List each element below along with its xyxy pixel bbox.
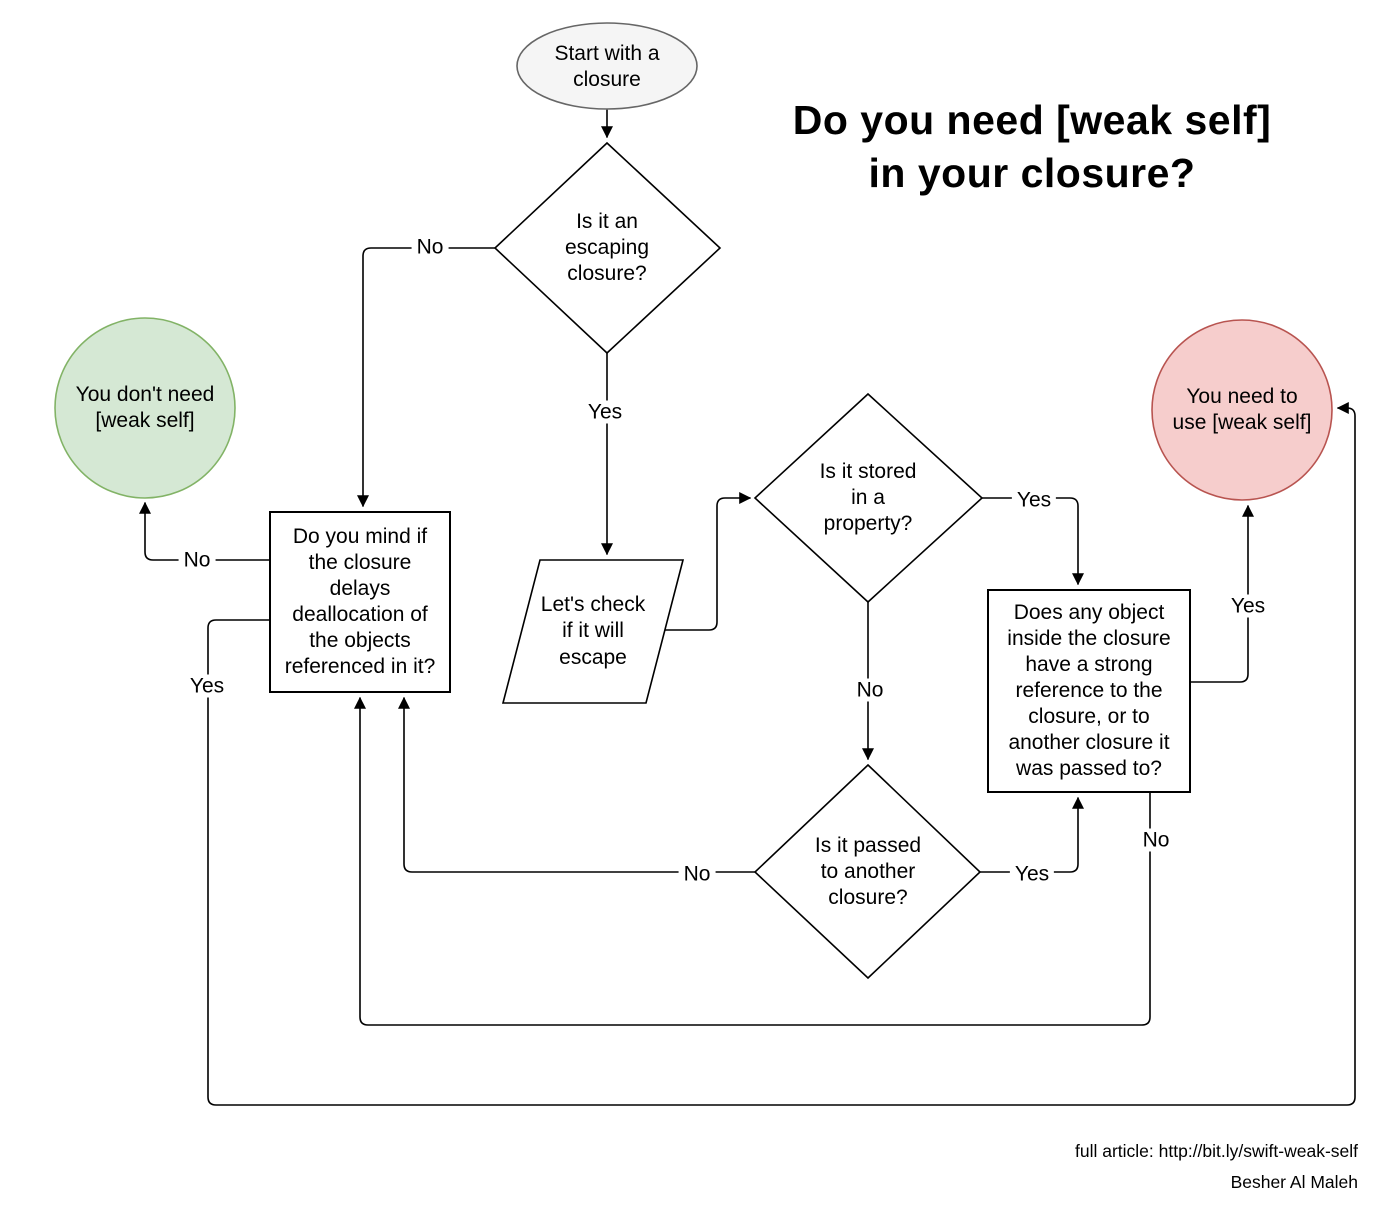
edge-stored-yes-to-strong-ref — [981, 497, 1084, 586]
escaping-diamond-shape — [493, 141, 722, 355]
edge-label-mind-no: No — [178, 548, 216, 572]
dont-need-circle-shape — [54, 317, 236, 499]
edge-label-escaping-yes: Yes — [582, 400, 628, 424]
edge-passed-no-to-mind-delay — [398, 696, 756, 873]
edge-label-mind-yes: Yes — [184, 674, 230, 698]
edge-label-stored-yes: Yes — [1011, 488, 1057, 512]
need-circle-shape — [1151, 319, 1333, 501]
edge-label-stored-no: No — [851, 678, 889, 702]
edge-label-strong-ref-yes: Yes — [1225, 594, 1271, 618]
passed-diamond-shape — [753, 763, 982, 980]
edge-passed-yes-to-strong-ref — [979, 796, 1084, 873]
edge-check-escape-to-stored — [663, 492, 752, 631]
start-ellipse-shape — [516, 22, 698, 110]
edge-escaping-no-to-mind-delay — [357, 247, 496, 508]
mind-delay-rect-shape — [269, 511, 451, 693]
edge-mind-delay-yes-to-need — [207, 402, 1356, 1106]
edge-strong-ref-no-to-mind-delay — [354, 696, 1151, 1026]
edge-label-strong-ref-no: No — [1137, 828, 1175, 852]
edge-strong-ref-yes-to-need — [1189, 504, 1254, 683]
stored-diamond-shape — [753, 392, 984, 604]
edge-label-passed-yes: Yes — [1009, 862, 1055, 886]
edge-label-escaping-no: No — [411, 235, 449, 259]
strong-ref-rect-shape — [987, 589, 1191, 793]
edge-mind-delay-no-to-dont-need — [139, 501, 271, 561]
check-escape-parallelogram-shape — [501, 559, 685, 704]
footer-credit: full article: http://bit.ly/swift-weak-s… — [1075, 1141, 1358, 1192]
edge-label-passed-no: No — [678, 862, 716, 886]
diagram-title: Do you need [weak self] in your closure? — [792, 97, 1272, 197]
